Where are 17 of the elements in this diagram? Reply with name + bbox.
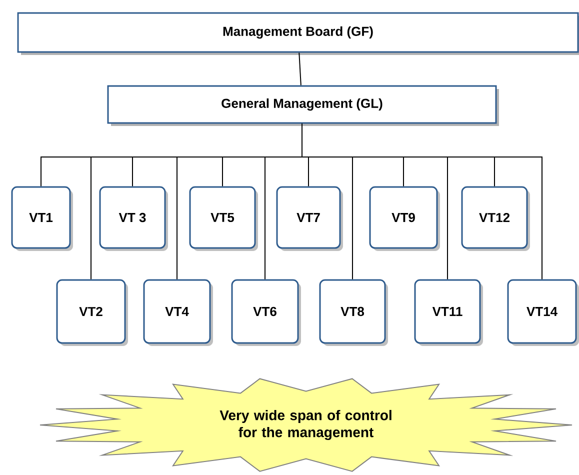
connector-line	[298, 52, 302, 86]
unit-box: VT5	[189, 186, 258, 251]
starburst-callout: Very wide span of control for the management	[40, 378, 572, 472]
unit-box: VT2	[56, 279, 128, 346]
unit-box: VT6	[231, 279, 301, 346]
connector-line	[302, 123, 542, 280]
unit-box: VT14	[507, 279, 579, 346]
unit-box: VT11	[414, 279, 483, 346]
unit-box: VT4	[143, 279, 213, 346]
unit-box: VT8	[319, 279, 388, 346]
org-box: General Management (GL)	[107, 85, 499, 126]
unit-box: VT1	[11, 186, 73, 251]
unit-box: VT9	[369, 186, 440, 251]
unit-box: VT12	[461, 186, 530, 251]
org-box: Management Board (GF)	[17, 12, 579, 55]
unit-box: VT7	[276, 186, 343, 251]
unit-box: VT 3	[99, 186, 168, 251]
